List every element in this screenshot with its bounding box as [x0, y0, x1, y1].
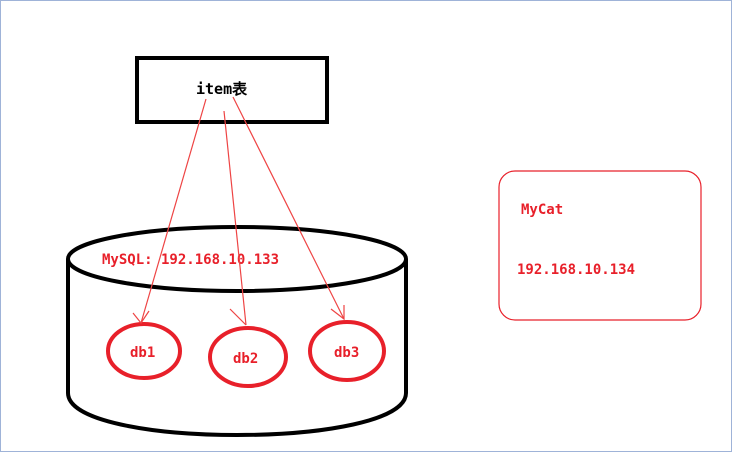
db3-node: [308, 320, 386, 382]
mysql-server-label: MySQL: 192.168.10.133: [102, 252, 279, 268]
mycat-ip: 192.168.10.134: [517, 262, 635, 278]
item-table-label: item表: [196, 80, 248, 98]
arrow-to-db1: [140, 98, 207, 324]
db2-node: [208, 326, 288, 388]
mycat-title: MyCat: [521, 202, 563, 218]
arrow-to-db2: [223, 110, 247, 326]
arrow-to-db3: [232, 96, 345, 320]
db3-label: db3: [334, 345, 359, 361]
arrowhead-db2: [229, 308, 247, 326]
db1-node: [106, 322, 182, 380]
db1-label: db1: [130, 345, 155, 361]
arrowhead-db3: [330, 305, 345, 321]
item-table-box: [135, 56, 329, 124]
db2-label: db2: [233, 351, 258, 367]
sharding-arrows: [132, 96, 345, 326]
mycat-box: [498, 170, 702, 321]
arrowhead-db1: [132, 310, 150, 325]
